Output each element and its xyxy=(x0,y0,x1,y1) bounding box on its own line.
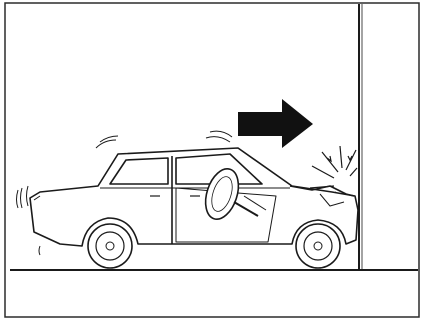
front-wheel xyxy=(296,224,340,268)
rear-wheel xyxy=(88,224,132,268)
